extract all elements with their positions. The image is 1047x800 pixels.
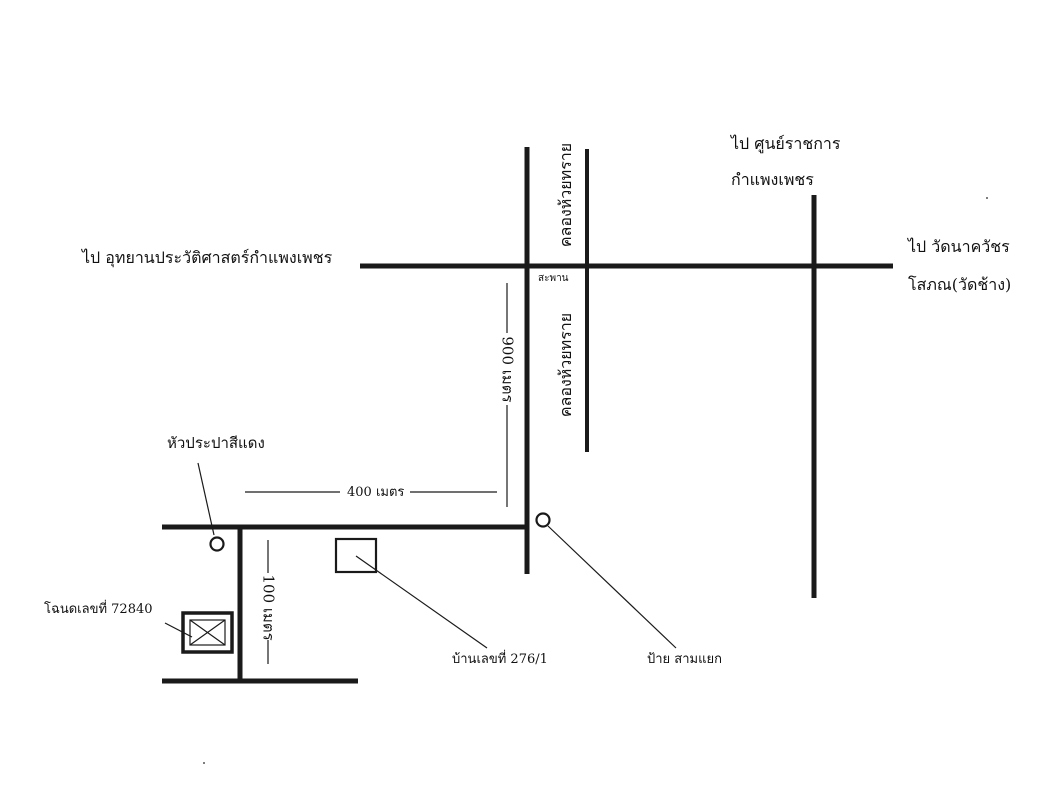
junction-sign-marker [535,512,551,528]
canal-label-lower: คลองห้วยทราย [556,312,575,418]
scan-speck [986,197,988,199]
fire-hydrant-pointer [197,462,215,536]
to-gov-center-label-1: ไป ศูนย์ราชการ [731,134,841,153]
house-label: บ้านเลขที่ 276/1 [452,652,548,667]
dist-900-label: 900 เมตร [498,336,517,403]
deed-plot-inner [189,619,226,646]
scan-speck [203,762,205,764]
to-historical-park-label: ไป อุทยานประวัติศาสตร์กำแพงเพชร [82,248,333,267]
dist-100-label: 100 เมตร [259,574,278,641]
dist-400-label: 400 เมตร [347,485,405,500]
deed-plot-cross-b [189,619,226,646]
fire-hydrant-label: หัวประปาสีแดง [167,434,265,452]
to-gov-center-label-2: กำแพงเพชร [731,170,814,189]
house-pointer [355,555,488,649]
to-wat-label-1: ไป วัดนาควัชร [908,237,1010,256]
to-wat-label-2: โสภณ(วัดช้าง) [908,275,1012,294]
junction-sign-pointer [547,525,677,649]
bridge-label: สะพาน [538,273,569,284]
junction-sign-label: ป้าย สามแยก [647,652,722,667]
fire-hydrant-marker [209,536,225,552]
deed-label: โฉนดเลขที่ 72840 [44,602,153,617]
canal-label-upper: คลองห้วยทราย [556,142,575,248]
deed-plot-pointer [164,622,193,638]
house-marker [334,537,378,574]
